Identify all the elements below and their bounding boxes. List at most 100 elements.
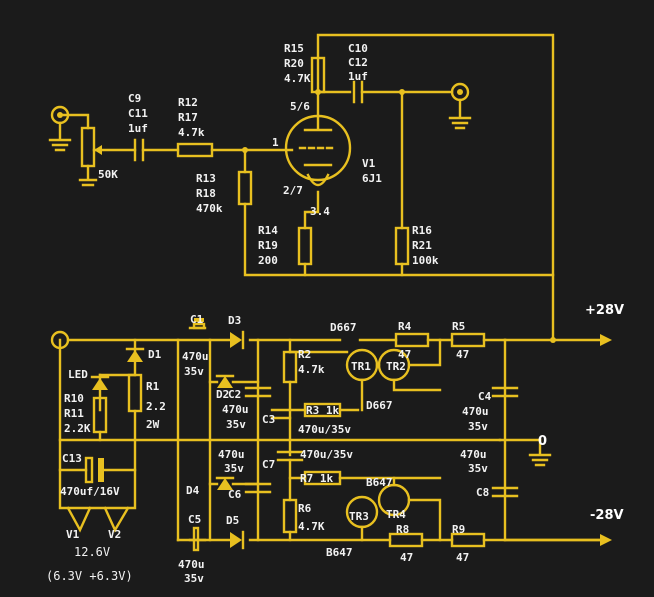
value-r16: 100k	[412, 254, 439, 267]
value-c1-1: 470u	[182, 350, 209, 363]
minus28-arrow-icon	[600, 534, 612, 546]
value-r6: 4.7K	[298, 520, 325, 533]
label-r19: R19	[258, 239, 278, 252]
tube-type: 6J1	[362, 172, 382, 185]
value-r2: 4.7k	[298, 363, 325, 376]
label-r5: R5	[452, 320, 465, 333]
capacitor-c8	[491, 486, 519, 498]
resistor-r1	[127, 373, 143, 413]
supply-voltage: 12.6V	[74, 545, 110, 559]
value-c5-1: 470u	[178, 558, 205, 571]
label-c4: C4	[478, 390, 492, 403]
pin-3-4: 3.4	[310, 205, 330, 218]
value-c6-2: 35v	[224, 462, 244, 475]
resistor-r13	[237, 170, 253, 206]
capacitor-c5	[192, 526, 200, 552]
label-r14: R14	[258, 224, 278, 237]
label-r3: R3 1k	[306, 404, 339, 417]
label-c3: C3	[262, 413, 275, 426]
value-r10: 2.2K	[64, 422, 91, 435]
label-r7: R7 1k	[300, 472, 333, 485]
label-r15: R15	[284, 42, 304, 55]
label-c12: C12	[348, 56, 368, 69]
capacitor-c6	[244, 482, 272, 494]
label-r13: R13	[196, 172, 216, 185]
label-r4: R4	[398, 320, 412, 333]
label-c6: C6	[228, 488, 242, 501]
preamp-circuit: C9 C11 1uf R12 R17 4.7k 50K R13 R18 470k…	[48, 33, 555, 342]
pin-2-7: 2/7	[283, 184, 303, 197]
value-r15: 4.7K	[284, 72, 311, 85]
label-r12: R12	[178, 96, 198, 109]
supply-voltage-note: (6.3V +6.3V)	[46, 569, 133, 583]
value-c4-2: 35v	[468, 420, 488, 433]
pin-5-6: 5/6	[290, 100, 310, 113]
value-c2-1: 470u	[222, 403, 249, 416]
label-c9: C9	[128, 92, 141, 105]
resistor-r9	[450, 532, 486, 548]
label-v2-tap: V2	[108, 528, 121, 541]
label-c8r: C8	[476, 486, 489, 499]
label-r1: R1	[146, 380, 160, 393]
input-ground-icon	[48, 121, 72, 152]
resistor-r12	[176, 142, 214, 158]
label-r16: R16	[412, 224, 432, 237]
value-r5: 47	[456, 348, 469, 361]
capacitor-c3	[270, 408, 292, 420]
label-r2: R2	[298, 348, 311, 361]
value-c2-2: 35v	[226, 418, 246, 431]
label-r21: R21	[412, 239, 432, 252]
resistor-r14	[297, 226, 313, 266]
label-tr4: TR4	[386, 508, 406, 521]
label-d3: D3	[228, 314, 241, 327]
label-r20: R20	[284, 57, 304, 70]
power-supply-circuit: +28V -28V 0 D667 R4 47 R5 47 R2 4.7k TR1…	[46, 303, 624, 585]
label-d4: D4	[186, 484, 200, 497]
label-plus28: +28V	[585, 303, 624, 318]
value-r9: 47	[456, 551, 469, 564]
label-tr3: TR3	[349, 510, 369, 523]
resistor-r5	[450, 332, 486, 348]
value-r1-watt: 2W	[146, 418, 160, 431]
label-v1-tap: V1	[66, 528, 80, 541]
resistor-r8	[388, 532, 424, 548]
value-c3: 470u/35v	[298, 423, 351, 436]
value-r8: 47	[400, 551, 413, 564]
label-d1: D1	[148, 348, 162, 361]
label-r8: R8	[396, 523, 409, 536]
resistor-r2	[282, 350, 298, 384]
label-r17: R17	[178, 111, 198, 124]
label-r10: R10	[64, 392, 84, 405]
label-c5: C5	[188, 513, 201, 526]
label-led: LED	[68, 368, 88, 381]
label-c2: C2	[228, 388, 241, 401]
value-r13: 470k	[196, 202, 223, 215]
value-r14: 200	[258, 254, 278, 267]
value-c10: 1uf	[348, 70, 368, 83]
label-d667-top: D667	[330, 321, 357, 334]
volume-pot	[80, 126, 96, 168]
resistor-r16	[394, 226, 410, 266]
value-c9: 1uf	[128, 122, 148, 135]
label-r9: R9	[452, 523, 465, 536]
label-minus28: -28V	[590, 508, 624, 523]
value-c6-1: 470u	[218, 448, 245, 461]
diode-d1	[127, 350, 143, 362]
diode-d3	[230, 332, 242, 348]
output-ground-icon	[448, 98, 472, 130]
plus28-arrow-icon	[600, 334, 612, 346]
value-r1: 2.2	[146, 400, 166, 413]
value-c8r-1: 470u	[460, 448, 487, 461]
label-c10: C10	[348, 42, 368, 55]
label-c11: C11	[128, 107, 148, 120]
value-c7: 470u/35v	[300, 448, 353, 461]
label-d2: D2	[216, 388, 229, 401]
label-r11: R11	[64, 407, 84, 420]
ac-input-node	[50, 330, 70, 350]
label-tr2: TR2	[386, 360, 406, 373]
value-c8r-2: 35v	[468, 462, 488, 475]
value-c1-2: 35v	[184, 365, 204, 378]
value-c5-2: 35v	[184, 572, 204, 585]
